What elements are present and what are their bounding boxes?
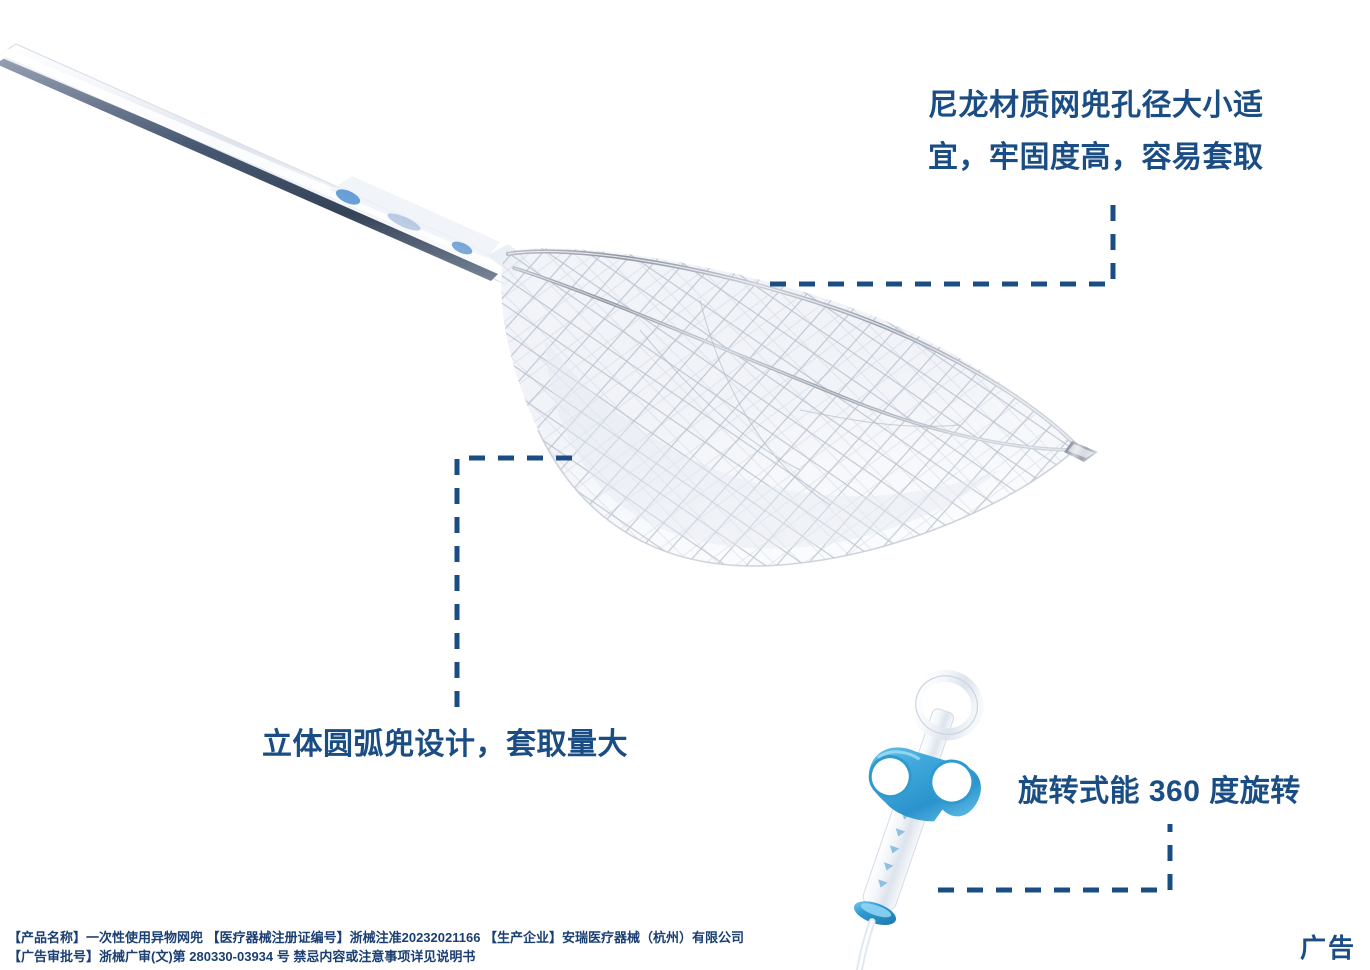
blue-rotation-collar bbox=[853, 901, 897, 925]
callout-net-material: 尼龙材质网兜孔径大小适 宜，牢固度高，容易套取 bbox=[928, 89, 1264, 174]
nylon-net-basket bbox=[501, 248, 1098, 567]
thumb-ring bbox=[909, 669, 984, 741]
leader-line-net-material bbox=[770, 196, 1116, 287]
syringe-style-handle bbox=[853, 669, 984, 970]
callout-rotation: 旋转式能 360 度旋转 bbox=[1018, 775, 1301, 808]
finger-rings bbox=[868, 747, 981, 822]
leader-line-arc-design bbox=[454, 455, 572, 710]
footer-legal-disclaimer: 【产品名称】一次性使用异物网兜 【医疗器械注册证编号】浙械注准202320211… bbox=[8, 930, 745, 964]
callout-arc-design: 立体圆弧兜设计，套取量大 bbox=[262, 728, 628, 761]
catheter-shaft bbox=[0, 43, 527, 285]
leader-line-rotation bbox=[938, 824, 1173, 893]
advertisement-label: 广告 bbox=[1299, 933, 1356, 963]
